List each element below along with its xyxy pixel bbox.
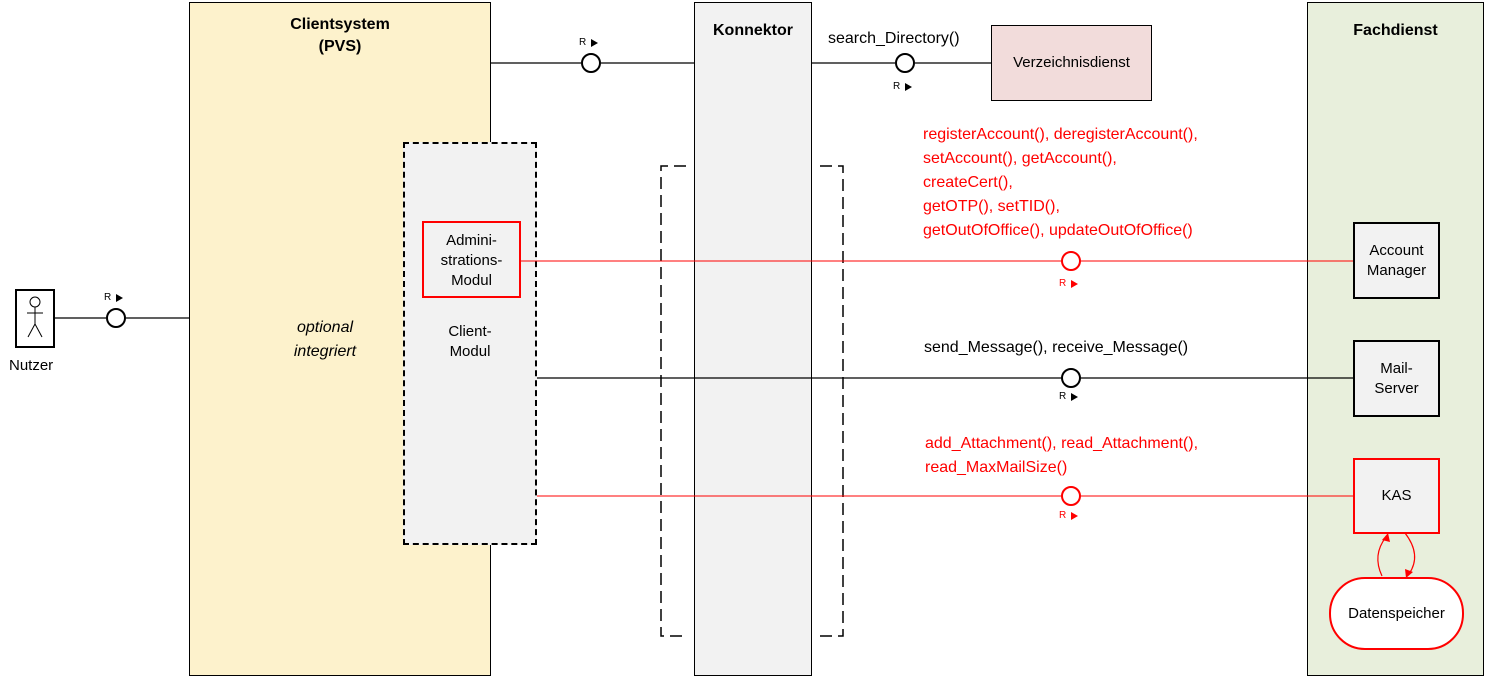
r-arrow-pvs [591, 39, 598, 47]
r-label-kas: R [1059, 510, 1067, 521]
admin-functions-list: registerAccount(), deregisterAccount(), … [923, 123, 1198, 243]
clientsystem-note-line2: integriert [293, 343, 357, 360]
mail-server-line2: Server [1374, 380, 1419, 397]
kas-box: KAS [1353, 458, 1440, 534]
kas-datenspeicher-arrow-down [1404, 532, 1416, 575]
konnektor-bracket-right [820, 165, 844, 637]
mail-server-box: Mail- Server [1353, 340, 1440, 417]
r-arrow-kas [1071, 512, 1078, 520]
account-manager-line1: Account [1369, 242, 1424, 259]
admin-function-line5: getOutOfOffice(), updateOutOfOffice() [923, 222, 1193, 239]
r-arrow-nutzer [116, 294, 123, 302]
account-manager-line2: Manager [1366, 262, 1427, 279]
admin-function-line4: getOTP(), setTID(), [923, 198, 1060, 215]
clientsystem-note: optional integriert [270, 316, 380, 364]
r-label-pvs: R [579, 37, 587, 48]
admin-function-line1: registerAccount(), deregisterAccount(), [923, 126, 1198, 143]
r-label-nutzer: R [104, 292, 112, 303]
admin-modul-line1: Admini- [446, 232, 497, 249]
datenspeicher-label: Datenspeicher [1348, 605, 1445, 622]
r-label-verzeichnis: R [893, 81, 901, 92]
admin-function-line2: setAccount(), getAccount(), [923, 150, 1117, 167]
kas-functions-list: add_Attachment(), read_Attachment(), rea… [925, 432, 1198, 480]
clientsystem-title: Clientsystem (PVS) [189, 14, 491, 58]
nutzer-interface-circle [106, 308, 126, 328]
r-label-account: R [1059, 278, 1067, 289]
client-modul-label: Client- Modul [405, 322, 535, 362]
r-arrow-verzeichnis [905, 83, 912, 91]
kas-label: KAS [1381, 487, 1412, 504]
account-interface-circle [1061, 251, 1081, 271]
konnektor-box [694, 2, 812, 676]
verzeichnis-function-label: search_Directory() [828, 30, 960, 47]
r-arrow-account [1071, 280, 1078, 288]
kas-function-line2: read_MaxMailSize() [925, 459, 1068, 476]
kas-function-line1: add_Attachment(), read_Attachment(), [925, 435, 1199, 452]
r-arrow-mail [1071, 393, 1078, 401]
konnektor-title: Konnektor [713, 22, 793, 39]
pvs-konnektor-interface-circle [581, 53, 601, 73]
mail-server-line1: Mail- [1380, 360, 1413, 377]
clientsystem-title-line1: Clientsystem [290, 16, 390, 33]
client-modul-box [403, 142, 537, 545]
clientsystem-title-line2: (PVS) [318, 38, 362, 55]
admin-function-line3: createCert(), [923, 174, 1013, 191]
admin-modul-line2: strations- [440, 252, 503, 269]
clientsystem-note-line1: optional [296, 319, 354, 336]
datenspeicher-box: Datenspeicher [1329, 577, 1464, 650]
client-modul-line1: Client- [448, 323, 492, 340]
client-modul-line2: Modul [449, 343, 491, 360]
user-stick-figure-icon [15, 289, 55, 348]
nutzer-label: Nutzer [9, 357, 54, 374]
verzeichnisdienst-label: Verzeichnisdienst [1013, 54, 1130, 71]
admin-modul-box: Admini- strations- Modul [422, 221, 521, 298]
mail-interface-circle [1061, 368, 1081, 388]
admin-modul-line3: Modul [451, 272, 492, 289]
fachdienst-title: Fachdienst [1353, 22, 1438, 39]
kas-interface-circle [1061, 486, 1081, 506]
fachdienst-box [1307, 2, 1484, 676]
verzeichnis-interface-circle [895, 53, 915, 73]
account-manager-box: Account Manager [1353, 222, 1440, 299]
mail-functions-label: send_Message(), receive_Message() [924, 339, 1189, 356]
r-label-mail: R [1059, 391, 1067, 402]
konnektor-bracket-left [660, 165, 686, 637]
verzeichnisdienst-box: Verzeichnisdienst [991, 25, 1152, 101]
kas-datenspeicher-arrow-up [1377, 536, 1387, 577]
